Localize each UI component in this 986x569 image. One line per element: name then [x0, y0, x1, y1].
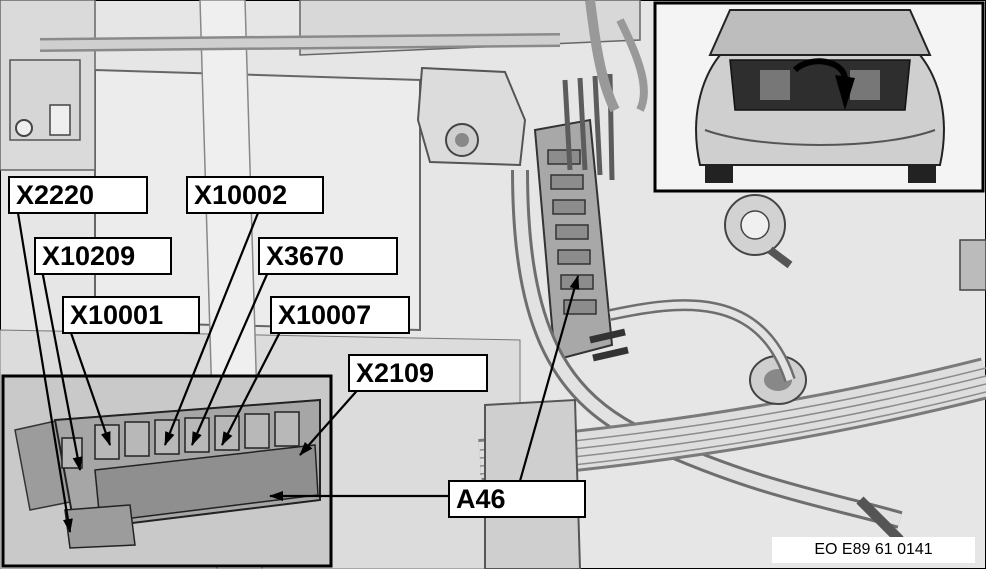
label-x2220: X2220 [8, 176, 148, 214]
leader-a46-vehicle [518, 275, 580, 482]
leader-x3670 [190, 271, 270, 446]
car-rear-inset [653, 1, 985, 193]
leader-x10002 [163, 212, 260, 446]
label-x10001: X10001 [62, 296, 200, 334]
figure-id: EO E89 61 0141 [772, 537, 975, 563]
leader-x10001 [68, 329, 112, 446]
label-x2109: X2109 [348, 354, 488, 392]
leader-x2109 [299, 384, 363, 456]
fuse-box-detail-inset [1, 374, 333, 568]
label-x10002: X10002 [186, 176, 324, 214]
leader-x2220 [16, 212, 73, 533]
label-a46: A46 [448, 480, 586, 518]
leader-x10007 [221, 331, 281, 446]
label-x10007: X10007 [270, 296, 410, 334]
label-x3670: X3670 [258, 237, 398, 275]
leader-x10209 [40, 269, 83, 471]
label-x10209: X10209 [34, 237, 172, 275]
